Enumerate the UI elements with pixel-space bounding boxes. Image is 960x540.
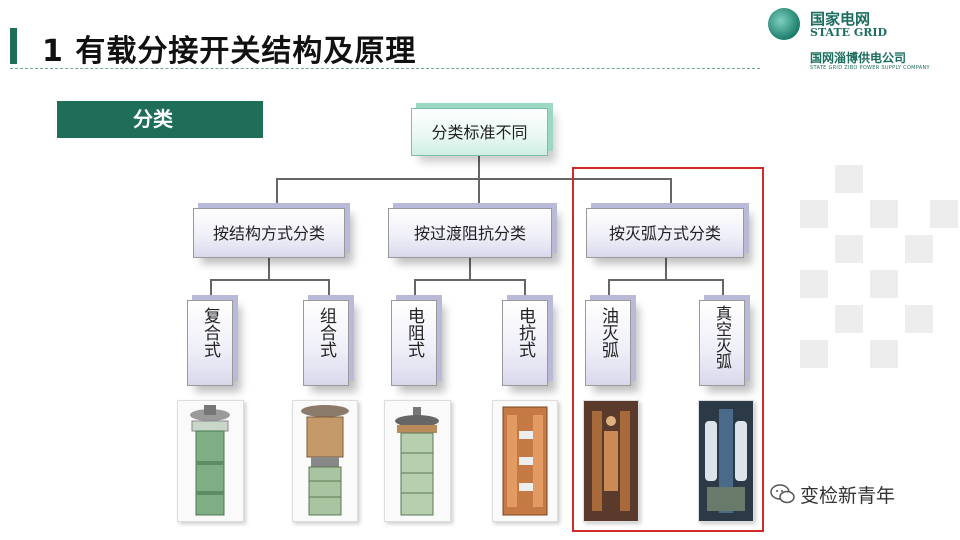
connector-line	[210, 279, 330, 281]
watermark-text: 变检新青年	[800, 485, 896, 507]
leaf-node-combined: 组合式	[303, 300, 349, 386]
leaf-node-vacuum-quenching: 真空灭弧	[699, 300, 745, 386]
logo-name-cn: 国家电网	[810, 10, 871, 28]
decor-square	[870, 200, 898, 228]
decor-square	[930, 200, 958, 228]
photo-composite-switch	[177, 400, 244, 522]
photo-oil-quenching-switch	[583, 400, 639, 522]
switch-illustration	[584, 401, 638, 521]
connector-line	[608, 279, 610, 301]
connector-line	[478, 178, 480, 208]
photo-reactive-switch	[492, 400, 558, 522]
section-tag: 分类	[57, 101, 263, 138]
connector-line	[210, 279, 212, 301]
leaf-label: 真空灭弧	[713, 305, 732, 369]
decor-square	[905, 305, 933, 333]
photo-vacuum-quenching-switch	[698, 400, 754, 522]
connector-line	[524, 279, 526, 301]
title-divider	[10, 68, 760, 69]
decor-square	[870, 340, 898, 368]
decor-square	[800, 340, 828, 368]
leaf-label: 油灭弧	[598, 307, 618, 358]
connector-line	[414, 279, 416, 301]
leaf-node-reactive: 电抗式	[502, 300, 548, 386]
decor-square	[870, 270, 898, 298]
photo-resistive-switch	[384, 400, 451, 522]
connector-line	[722, 279, 724, 301]
connector-line	[414, 279, 526, 281]
decor-square	[835, 235, 863, 263]
decor-square	[835, 305, 863, 333]
connector-line	[328, 279, 330, 301]
leaf-node-resistive: 电阻式	[391, 300, 437, 386]
switch-illustration	[301, 405, 349, 516]
switch-illustration	[395, 407, 439, 516]
leaf-label: 电抗式	[515, 307, 535, 358]
decor-square	[835, 165, 863, 193]
connector-line	[665, 258, 667, 280]
wechat-icon	[770, 484, 795, 504]
page-title: 1 有载分接开关结构及原理	[42, 34, 417, 69]
switch-illustration	[699, 401, 753, 521]
highlight-frame	[572, 167, 764, 532]
logo-company-en: STATE GRID ZIBO POWER SUPPLY COMPANY	[810, 65, 930, 71]
leaf-label: 电阻式	[404, 307, 424, 358]
decor-square	[800, 270, 828, 298]
photo-combined-switch	[292, 400, 358, 522]
title-accent-bar	[10, 28, 17, 64]
connector-line	[670, 178, 672, 208]
leaf-label: 复合式	[200, 307, 220, 358]
category-node-structure: 按结构方式分类	[193, 208, 345, 258]
switch-illustration	[190, 405, 230, 516]
category-node-arc-quenching: 按灭弧方式分类	[586, 208, 744, 258]
connector-line	[268, 258, 270, 280]
category-node-impedance: 按过渡阻抗分类	[388, 208, 552, 258]
logo-name-en: STATE GRID	[810, 26, 888, 39]
state-grid-logo: 国家电网 STATE GRID 国网淄博供电公司 STATE GRID ZIBO…	[768, 4, 958, 74]
wechat-watermark: 变检新青年	[770, 481, 950, 511]
connector-line	[276, 178, 672, 180]
decor-square	[800, 200, 828, 228]
connector-line	[469, 258, 471, 280]
switch-illustration	[502, 406, 548, 516]
leaf-label: 组合式	[316, 307, 336, 358]
connector-line	[276, 178, 278, 208]
leaf-node-composite: 复合式	[187, 300, 233, 386]
connector-line	[608, 279, 724, 281]
connector-line	[478, 155, 480, 179]
logo-company-cn: 国网淄博供电公司	[810, 51, 907, 65]
root-node: 分类标准不同	[411, 108, 548, 156]
globe-icon	[768, 8, 800, 40]
decor-square	[905, 235, 933, 263]
leaf-node-oil-quenching: 油灭弧	[585, 300, 631, 386]
